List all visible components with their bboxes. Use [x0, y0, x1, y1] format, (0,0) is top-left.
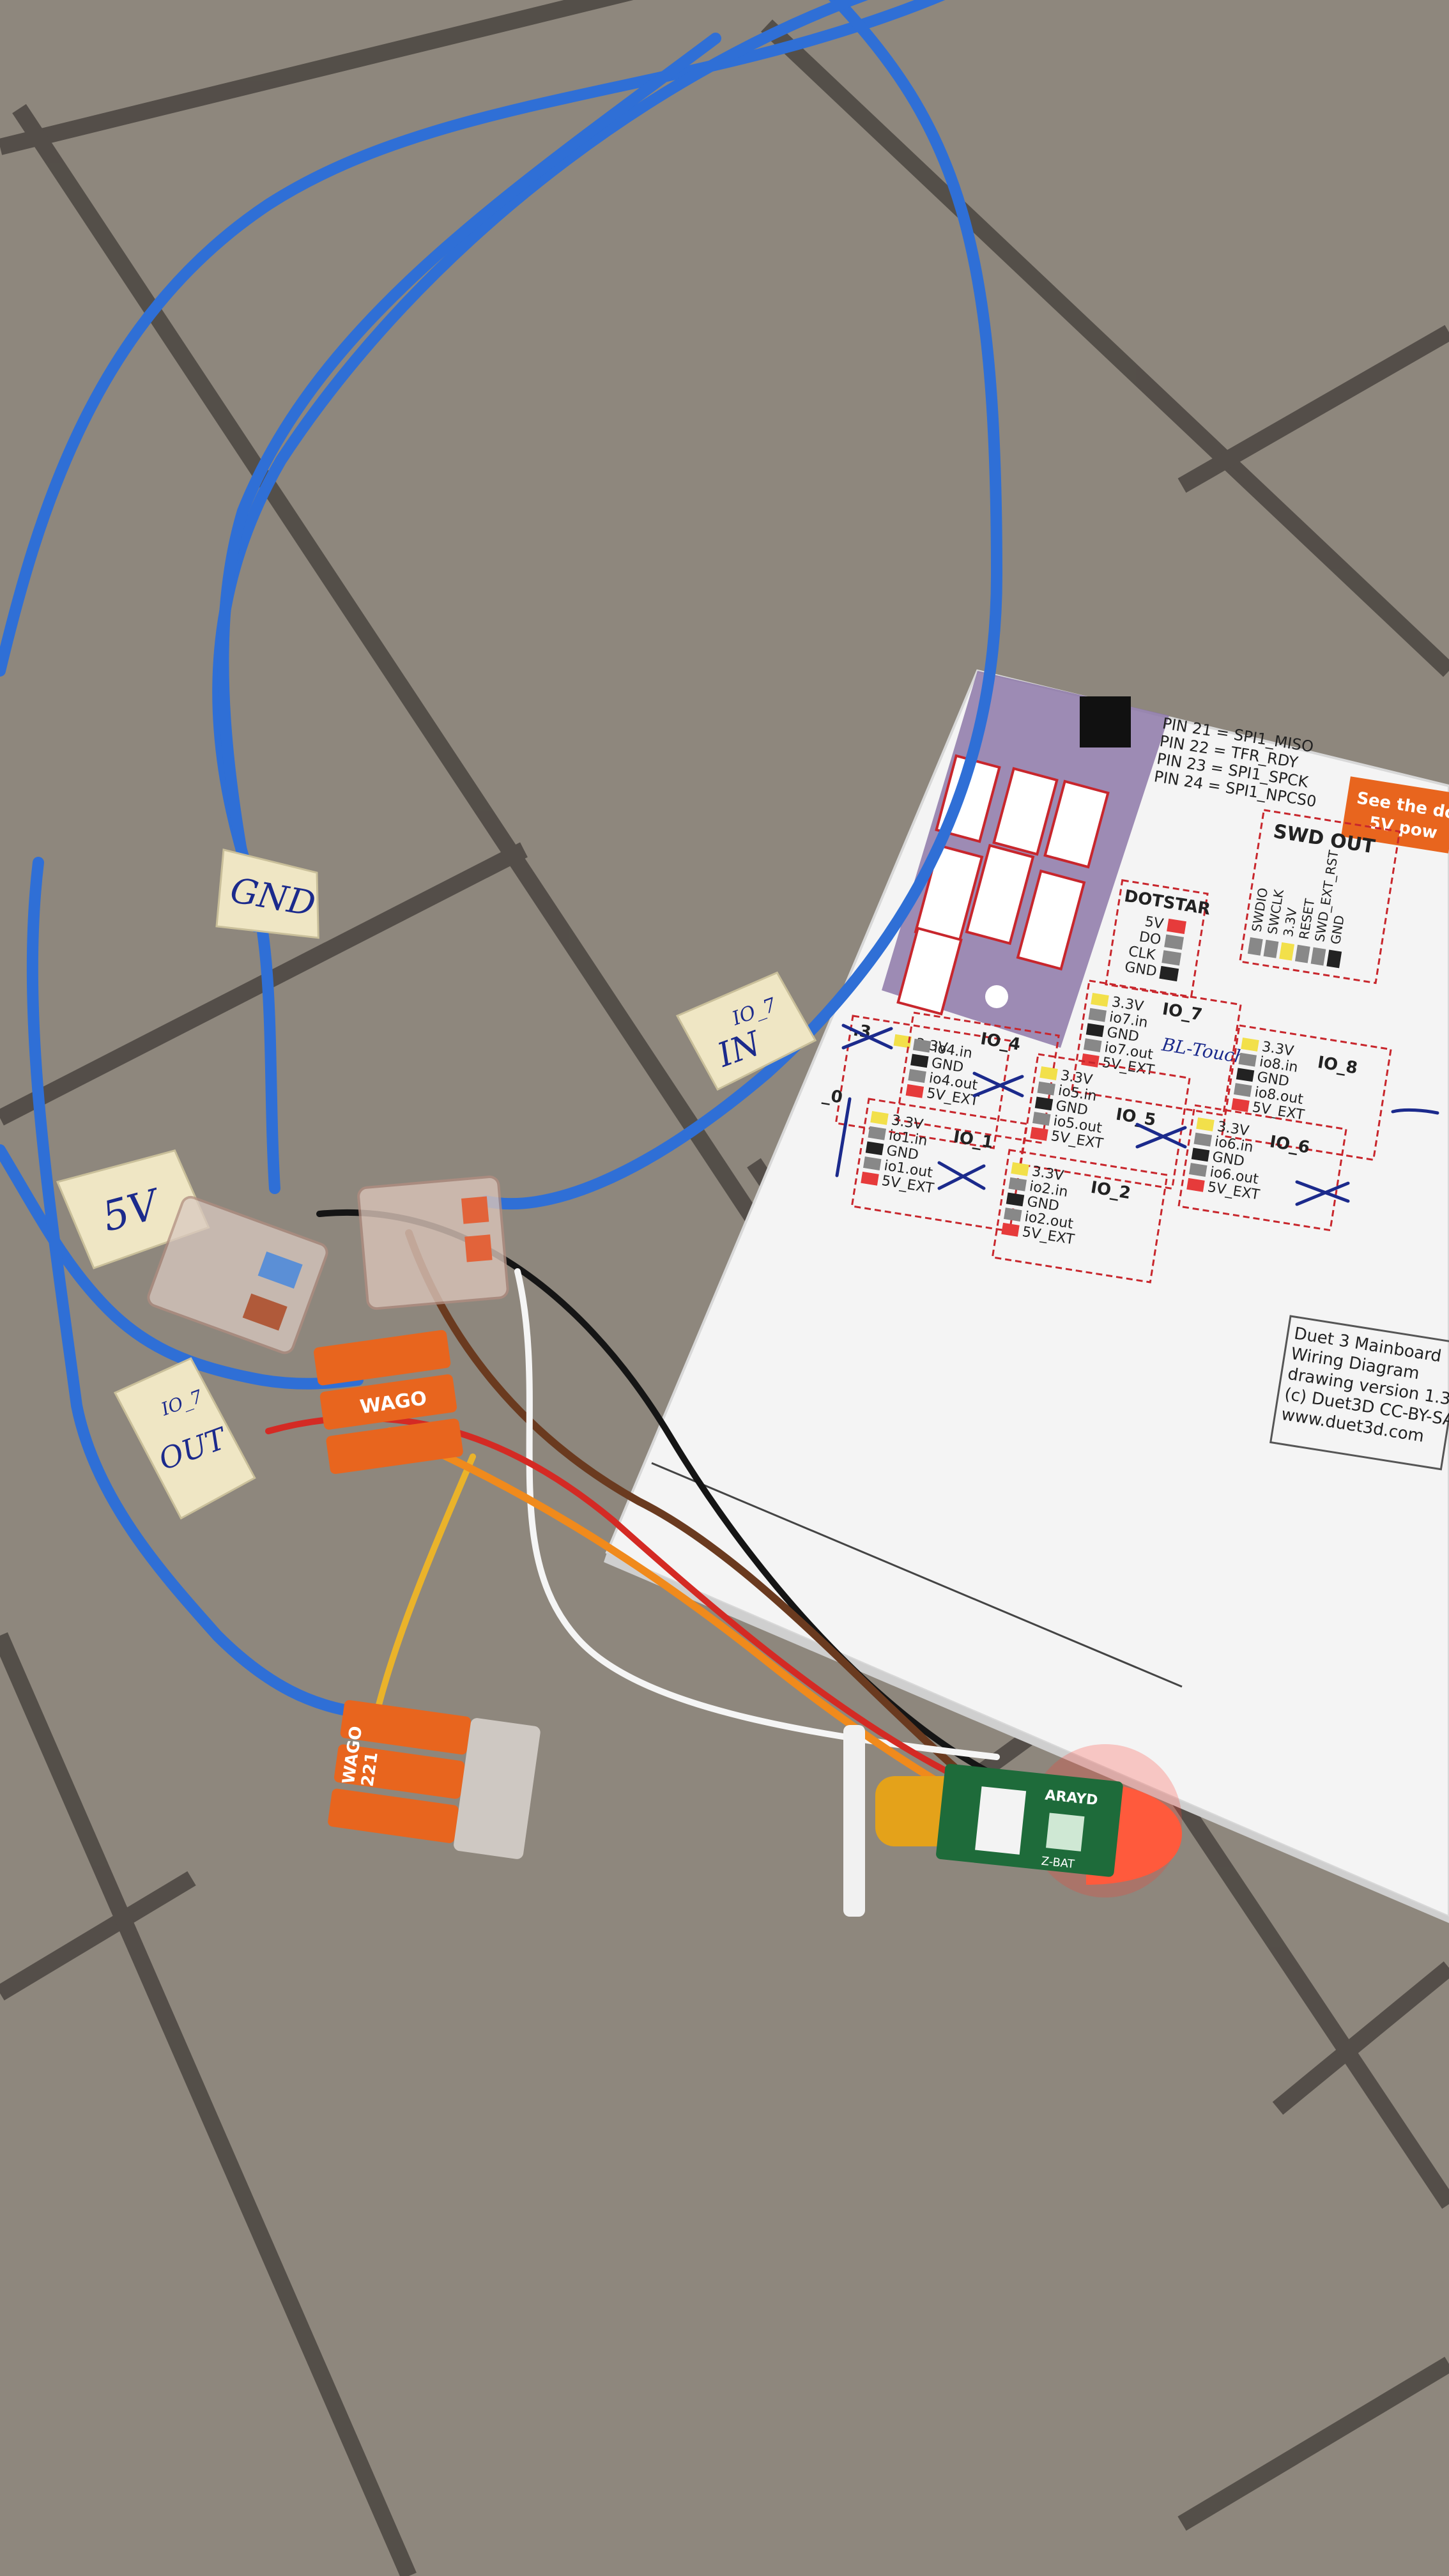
io7-swatch-gnd	[1085, 1023, 1105, 1038]
io5-swatch-in	[1037, 1081, 1056, 1096]
connector-graphic	[1080, 696, 1131, 747]
dotstar-swatch-clk	[1162, 950, 1182, 966]
io4-block	[895, 1011, 1060, 1144]
io5-swatch-gnd	[1034, 1096, 1054, 1111]
yellow-wire	[374, 1453, 476, 1715]
io8-swatch-gnd	[1236, 1068, 1255, 1082]
mount-hole-graphic	[985, 985, 1008, 1008]
io5-swatch-33v	[1039, 1066, 1058, 1080]
dotstar-swatch-do	[1164, 934, 1184, 950]
sensor-pcb	[936, 1763, 1123, 1877]
io8-swatch-in	[1238, 1052, 1257, 1067]
brown-wire	[405, 1229, 1000, 1805]
io1-block	[850, 1098, 1028, 1232]
tape-label-in: IO_7 IN	[675, 971, 817, 1091]
io7-swatch-out	[1084, 1038, 1102, 1052]
io4-swatch-gnd	[910, 1054, 929, 1068]
io7-swatch-in	[1088, 1008, 1107, 1022]
io2-swatch-out	[1004, 1208, 1022, 1222]
io3-block	[834, 1015, 1012, 1149]
dotstar-swatch-5v	[1167, 918, 1186, 934]
sensor-mount-bracket	[843, 1725, 865, 1917]
sensor-jst-connector	[975, 1786, 1027, 1855]
wago-connector-orange-bottom: WAGO 221	[328, 1700, 540, 1859]
swd-swatches	[1247, 937, 1342, 969]
io4-swatch-out	[908, 1069, 926, 1084]
io8-swatch-5v	[1231, 1098, 1250, 1112]
io1-swatch-5v	[861, 1171, 879, 1186]
notice-box	[1341, 776, 1449, 854]
io6-swatch-out	[1189, 1163, 1208, 1177]
io0-title: _0	[821, 1085, 843, 1107]
io3-swatch-33v	[893, 1034, 912, 1048]
wago-connector-orange-middle: WAGO	[314, 1330, 463, 1475]
paper-fold-line	[651, 1462, 1183, 1688]
io7-block	[1070, 979, 1242, 1117]
wago-model-text: 221	[358, 1751, 382, 1788]
swd-out-block	[1239, 809, 1401, 985]
io1-swatch-gnd	[865, 1141, 884, 1156]
io7-swatch-33v	[1091, 993, 1109, 1007]
io1-swatch-33v	[870, 1111, 889, 1125]
z-probe-sensor: ARAYD Z-BAT	[843, 1725, 1182, 1917]
dotstar-label-1: 5V	[1144, 914, 1165, 932]
paper-shadow-stack	[604, 1552, 1449, 1923]
wago-connector-clear-right	[357, 1175, 509, 1310]
io8-swatch-out	[1234, 1083, 1252, 1097]
io2-swatch-in	[1008, 1177, 1027, 1192]
dotstar-swatch-gnd	[1159, 965, 1179, 982]
white-wire	[514, 1268, 1000, 1760]
tape-label-gnd: GND	[215, 848, 319, 939]
header-blocks	[896, 754, 1110, 1016]
io2-swatch-5v	[1001, 1222, 1020, 1237]
title-block-frame	[1269, 1315, 1449, 1471]
handwritten-crossouts	[835, 1023, 1439, 1206]
io1-swatch-out	[863, 1156, 882, 1170]
io4-swatch-in	[912, 1038, 931, 1053]
wago-connector-clear-left	[147, 1195, 328, 1354]
tape-label-out: IO_7 OUT	[113, 1357, 256, 1520]
io5-swatch-5v	[1030, 1126, 1048, 1141]
io4-swatch-5v	[905, 1084, 924, 1098]
io1-swatch-in	[868, 1126, 887, 1140]
io6-swatch-in	[1193, 1132, 1213, 1147]
sensor-qr-code	[1046, 1813, 1085, 1851]
io8-swatch-33v	[1241, 1038, 1259, 1052]
io8-block	[1220, 1024, 1392, 1162]
io6-swatch-33v	[1196, 1117, 1215, 1131]
io5-block	[1019, 1053, 1191, 1190]
io6-swatch-5v	[1186, 1177, 1205, 1192]
wiring-diagram-paper	[605, 669, 1449, 1919]
diagram-content: PIN 21 = SPI1_MISO PIN 22 = TFR_RDY PIN …	[651, 671, 1449, 1688]
io6-swatch-gnd	[1191, 1147, 1210, 1162]
io2-block	[991, 1149, 1169, 1284]
dotstar-label-2: DO	[1138, 929, 1162, 948]
blue-cable	[0, 0, 1003, 1718]
dotstar-block	[1105, 879, 1209, 999]
io2-swatch-33v	[1011, 1162, 1029, 1176]
io5-swatch-out	[1032, 1112, 1051, 1126]
io2-swatch-gnd	[1006, 1192, 1025, 1207]
